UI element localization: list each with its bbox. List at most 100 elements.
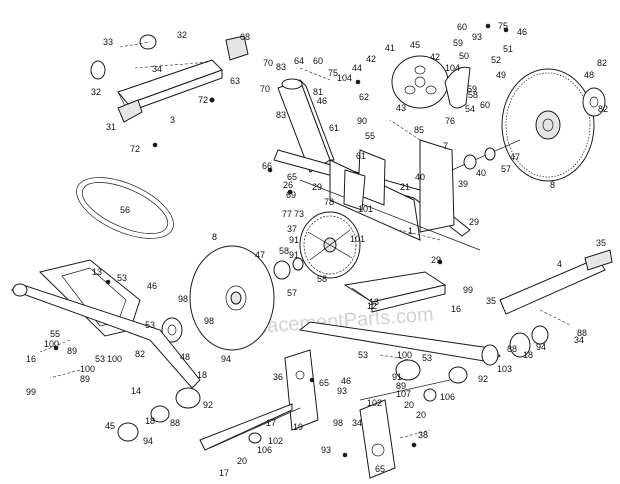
callout-label: 75 bbox=[498, 21, 508, 31]
callout-label: 16 bbox=[451, 304, 461, 314]
callout-label: 29 bbox=[312, 182, 322, 192]
callout-label: 45 bbox=[105, 421, 115, 431]
shroud-pieces bbox=[343, 149, 386, 211]
callout-label: 88 bbox=[507, 344, 517, 354]
magnet-arm bbox=[444, 66, 471, 109]
callout-label: 20 bbox=[416, 410, 426, 420]
callout-label: 83 bbox=[276, 110, 286, 120]
lower-crank-plates bbox=[284, 349, 396, 479]
callout-label: 18 bbox=[523, 350, 533, 360]
callout-label: 76 bbox=[445, 116, 455, 126]
callout-label: 101 bbox=[350, 234, 365, 244]
callout-label: 3 bbox=[170, 115, 175, 125]
callout-label: 94 bbox=[221, 354, 231, 364]
callout-label: 104 bbox=[445, 63, 460, 73]
callout-label: 65 bbox=[287, 172, 297, 182]
callout-label: 63 bbox=[230, 76, 240, 86]
callout-label: 82 bbox=[597, 58, 607, 68]
callout-label: 48 bbox=[584, 70, 594, 80]
callout-label: 53 bbox=[422, 353, 432, 363]
callout-label: 82 bbox=[598, 104, 608, 114]
callout-label: 55 bbox=[365, 131, 375, 141]
callout-label: 92 bbox=[203, 400, 213, 410]
callout-label: 34 bbox=[574, 335, 584, 345]
callout-label: 92 bbox=[478, 374, 488, 384]
hardware-bolts bbox=[53, 23, 509, 458]
callout-label: 91 bbox=[289, 250, 299, 260]
callout-label: 98 bbox=[333, 418, 343, 428]
upright-column bbox=[277, 78, 335, 173]
callout-label: 1 bbox=[408, 226, 413, 236]
callout-label: 72 bbox=[130, 144, 140, 154]
callout-label: 60 bbox=[313, 56, 323, 66]
callout-label: 29 bbox=[431, 255, 441, 265]
callout-label: 58 bbox=[468, 90, 478, 100]
callout-label: 53 bbox=[95, 354, 105, 364]
callout-label: 61 bbox=[329, 123, 339, 133]
callout-label: 34 bbox=[152, 64, 162, 74]
callout-label: 52 bbox=[491, 55, 501, 65]
callout-label: 58 bbox=[279, 246, 289, 256]
callout-label: 47 bbox=[255, 250, 265, 260]
callout-label: 60 bbox=[457, 22, 467, 32]
callout-label: 55 bbox=[50, 329, 60, 339]
callout-label: 70 bbox=[263, 58, 273, 68]
callout-label: 85 bbox=[414, 125, 424, 135]
callout-label: 65 bbox=[319, 378, 329, 388]
callout-label: 89 bbox=[67, 346, 77, 356]
callout-label: 103 bbox=[497, 364, 512, 374]
crank-pulley bbox=[299, 211, 361, 279]
callout-label: 93 bbox=[472, 32, 482, 42]
callout-label: 81 bbox=[313, 87, 323, 97]
callout-label: 31 bbox=[106, 122, 116, 132]
callout-label: 51 bbox=[503, 44, 513, 54]
callout-label: 39 bbox=[458, 179, 468, 189]
callout-label: 89 bbox=[80, 374, 90, 384]
callout-label: 19 bbox=[293, 422, 303, 432]
callout-label: 102 bbox=[367, 398, 382, 408]
callout-label: 83 bbox=[276, 62, 286, 72]
callout-label: 49 bbox=[496, 70, 506, 80]
callout-label: 73 bbox=[294, 209, 304, 219]
callout-label: 35 bbox=[596, 238, 606, 248]
callout-label: 20 bbox=[237, 456, 247, 466]
callout-label: 91 bbox=[289, 235, 299, 245]
callout-label: 94 bbox=[536, 342, 546, 352]
callout-label: 100 bbox=[107, 354, 122, 364]
callout-label: 88 bbox=[577, 328, 587, 338]
right-pedal-arm bbox=[499, 249, 613, 315]
callout-label: 32 bbox=[91, 87, 101, 97]
callout-label: 101 bbox=[358, 204, 373, 214]
callout-label: 77 bbox=[282, 209, 292, 219]
center-rollers bbox=[395, 359, 468, 384]
callout-label: 72 bbox=[198, 95, 208, 105]
callout-label: 56 bbox=[120, 205, 130, 215]
callout-label: 42 bbox=[430, 52, 440, 62]
callout-label: 78 bbox=[324, 197, 334, 207]
left-pedal-arm bbox=[10, 283, 201, 389]
callout-label: 46 bbox=[147, 281, 157, 291]
callout-label: 104 bbox=[337, 73, 352, 83]
callout-label: 44 bbox=[352, 63, 362, 73]
callout-label: 94 bbox=[143, 436, 153, 446]
callout-label: 53 bbox=[117, 273, 127, 283]
callout-label: 69 bbox=[286, 190, 296, 200]
callout-label: 43 bbox=[396, 103, 406, 113]
callout-label: 34 bbox=[352, 418, 362, 428]
callout-label: 99 bbox=[26, 387, 36, 397]
callout-label: 32 bbox=[177, 30, 187, 40]
callout-label: 58 bbox=[317, 274, 327, 284]
callout-label: 35 bbox=[486, 296, 496, 306]
callout-label: 47 bbox=[510, 152, 520, 162]
lower-axle bbox=[199, 379, 451, 451]
callout-label: 26 bbox=[283, 180, 293, 190]
left-hub-parts bbox=[161, 257, 304, 343]
callout-label: 46 bbox=[517, 27, 527, 37]
callout-label: 50 bbox=[459, 51, 469, 61]
callout-label: 88 bbox=[170, 418, 180, 428]
right-flywheel bbox=[501, 68, 595, 182]
right-lower-arm bbox=[298, 321, 501, 366]
callout-label: 38 bbox=[418, 430, 428, 440]
callout-label: 60 bbox=[480, 100, 490, 110]
